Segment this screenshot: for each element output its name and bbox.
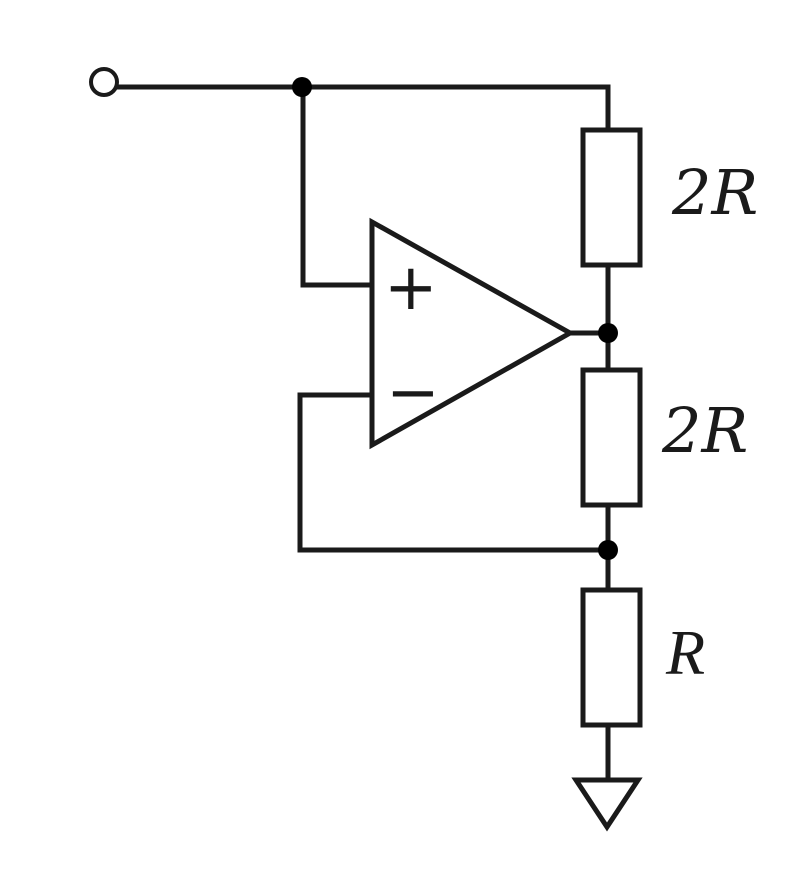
ground-icon bbox=[571, 777, 643, 832]
opamp-plus-sign: + bbox=[384, 251, 438, 325]
feedback-wire bbox=[297, 392, 611, 553]
resistor-top bbox=[580, 127, 643, 268]
input-terminal bbox=[89, 67, 119, 97]
resistor-middle-label: 2R bbox=[661, 394, 748, 467]
junction-output-node bbox=[598, 323, 618, 343]
noninverting-wire bbox=[300, 84, 375, 288]
resistor-top-label: 2R bbox=[671, 156, 758, 229]
resistor-bottom-label: R bbox=[665, 617, 705, 688]
resistor-middle bbox=[580, 367, 643, 508]
junction-feedback-node bbox=[598, 540, 618, 560]
resistor-bottom bbox=[580, 587, 643, 728]
input-wire bbox=[114, 84, 611, 133]
opamp-minus-sign: − bbox=[386, 356, 440, 430]
junction-input-node bbox=[292, 77, 312, 97]
opamp-triangle bbox=[369, 217, 576, 450]
